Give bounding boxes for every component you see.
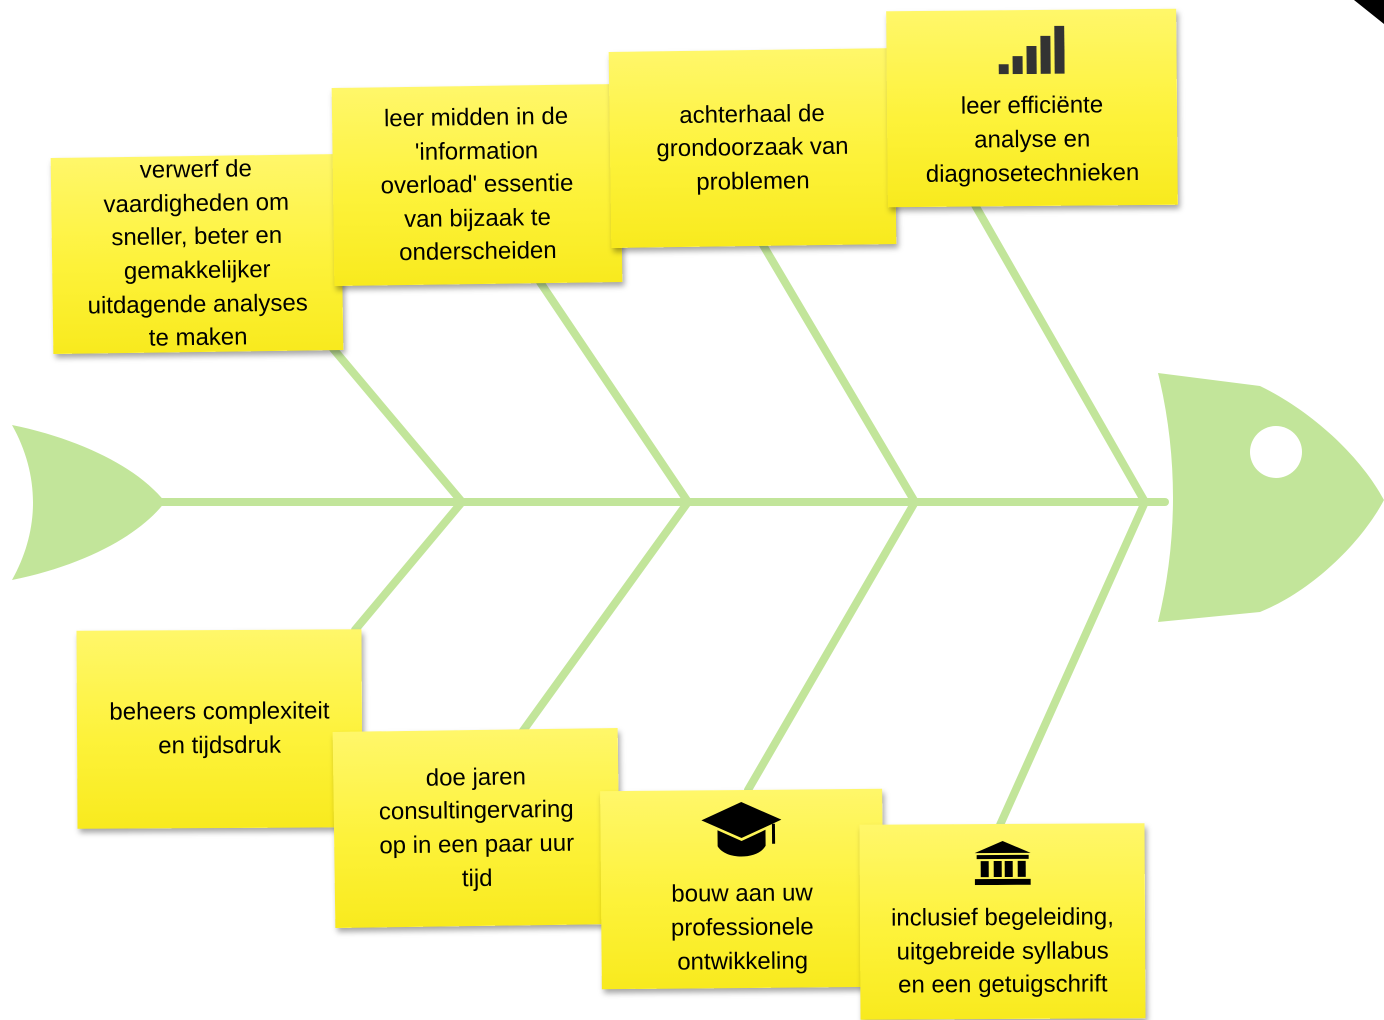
note-text: bouw aan uw professionele ontwikkeling [671, 877, 815, 979]
note-text: verwerf de vaardigheden om sneller, bete… [86, 152, 309, 357]
bone-bottom-4 [1000, 502, 1145, 825]
note-bottom-2: doe jaren consultingervaring op in een p… [333, 728, 621, 928]
note-bottom-4: inclusief begeleiding, uitgebreide sylla… [859, 823, 1145, 1019]
corner-fold [1354, 0, 1384, 24]
note-text: beheers complexiteit en tijdsdruk [109, 695, 329, 763]
note-top-1: verwerf de vaardigheden om sneller, bete… [51, 154, 344, 354]
note-top-2: leer midden in de 'information overload'… [332, 84, 623, 286]
note-text: leer midden in de 'information overload'… [379, 100, 574, 271]
note-text: achterhaal de grondoorzaak van problemen [656, 96, 850, 199]
note-bottom-3: bouw aan uw professionele ontwikkeling [600, 789, 884, 989]
signal-bars-icon [998, 26, 1065, 84]
note-top-3: achterhaal de grondoorzaak van problemen [609, 48, 897, 248]
note-text: inclusief begeleiding, uitgebreide sylla… [891, 900, 1114, 1002]
note-text: doe jaren consultingervaring op in een p… [378, 759, 575, 896]
fish-tail [12, 425, 165, 580]
bone-top-2 [540, 282, 688, 502]
note-top-4: leer efficiënte analyse en diagnosetechn… [886, 9, 1178, 208]
bone-top-4 [975, 205, 1145, 502]
note-text: leer efficiënte analyse en diagnosetechn… [925, 88, 1139, 191]
bone-top-1 [330, 345, 462, 502]
institution-icon [974, 841, 1030, 895]
graduation-cap-icon [701, 799, 782, 871]
fish-head [1158, 373, 1384, 622]
bone-bottom-3 [748, 502, 915, 790]
bone-top-3 [763, 245, 915, 502]
bone-bottom-1 [355, 502, 462, 630]
fish-eye [1250, 426, 1302, 478]
bone-bottom-2 [520, 502, 688, 735]
note-bottom-1: beheers complexiteit en tijdsdruk [76, 629, 362, 828]
